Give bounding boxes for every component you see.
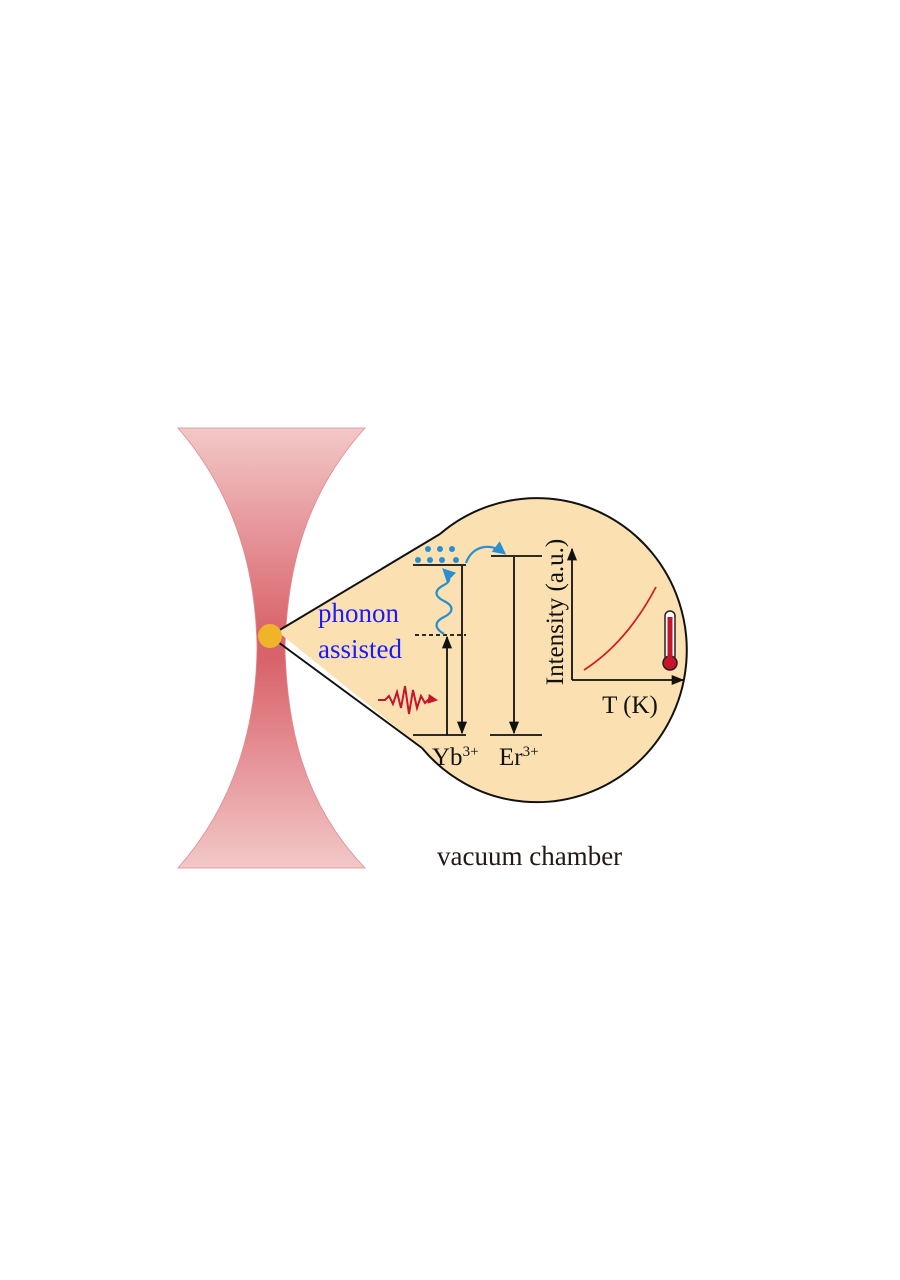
laser-beam: [177, 427, 366, 869]
energy-transfer-arrow: [464, 541, 507, 564]
electron-dots-icon: [415, 546, 459, 563]
x-axis-label: T (K): [602, 692, 658, 719]
thermometer-icon: [662, 610, 678, 671]
phonon-label: phonon: [318, 598, 400, 628]
assisted-label: assisted: [318, 634, 402, 664]
energy-level-diagram: [413, 555, 542, 736]
trapped-particle: [258, 624, 282, 648]
yb-label: Yb3+: [432, 744, 479, 771]
y-axis-label: Intensity (a.u.): [542, 539, 569, 685]
laser-wave-icon: [378, 685, 438, 715]
intensity-temperature-plot: [566, 547, 685, 686]
er-label: Er3+: [499, 744, 539, 771]
zoom-bubble: [278, 498, 687, 803]
vacuum-chamber-label: vacuum chamber: [437, 841, 622, 871]
intensity-curve: [583, 586, 657, 671]
phonon-wave-icon: [435, 568, 457, 635]
